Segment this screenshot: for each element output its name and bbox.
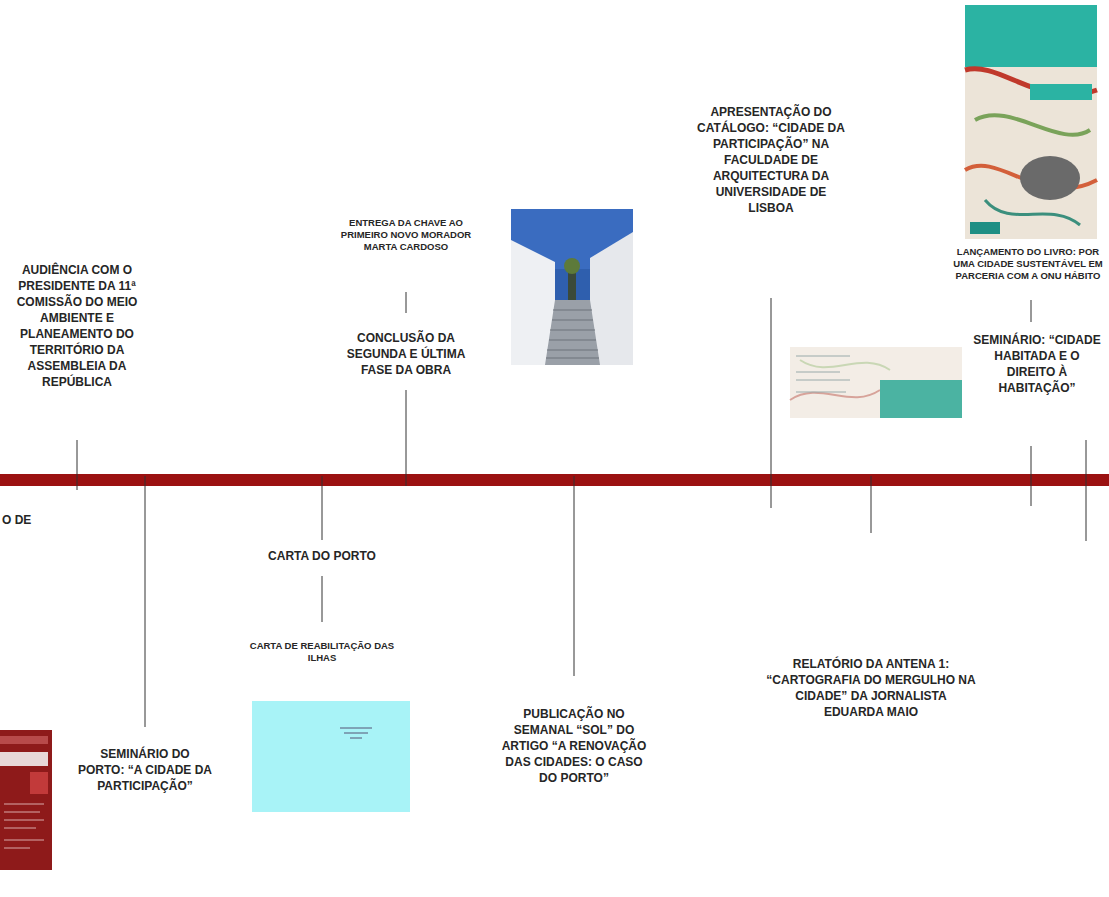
event-label: PUBLICAÇÃO NO SEMANAL “SOL” DO ARTIGO “A… — [496, 706, 652, 786]
event-label: CARTA DE REABILITAÇÃO DAS ILHAS — [247, 640, 397, 664]
poster-image — [0, 730, 52, 870]
document-image — [252, 701, 410, 812]
event-label: CARTA DO PORTO — [252, 548, 392, 564]
event-label: CONCLUSÃO DA SEGUNDA E ÚLTIMA FASE DA OB… — [330, 330, 482, 378]
event-label: AUDIÊNCIA COM O PRESIDENTE DA 11ª COMISS… — [5, 262, 149, 390]
tick-lines — [77, 292, 1086, 727]
seminar-image — [790, 347, 962, 418]
event-label: APRESENTAÇÃO DO CATÁLOGO: “CIDADE DA PAR… — [694, 104, 848, 216]
timeline-bar — [0, 474, 1109, 486]
event-label: ENTREGA DA CHAVE AO PRIMEIRO NOVO MORADO… — [330, 217, 482, 253]
book-cover-image — [965, 5, 1097, 239]
event-label: SEMINÁRIO: “CIDADE HABITADA E O DIREITO … — [969, 332, 1105, 396]
event-label: O DE — [2, 512, 62, 528]
event-label: LANÇAMENTO DO LIVRO: POR UMA CIDADE SUST… — [952, 246, 1104, 282]
photo-image — [511, 209, 633, 365]
event-label: RELATÓRIO DA ANTENA 1: “CARTOGRAFIA DO M… — [766, 656, 976, 720]
event-label: SEMINÁRIO DO PORTO: “A CIDADE DA PARTICI… — [78, 746, 212, 794]
